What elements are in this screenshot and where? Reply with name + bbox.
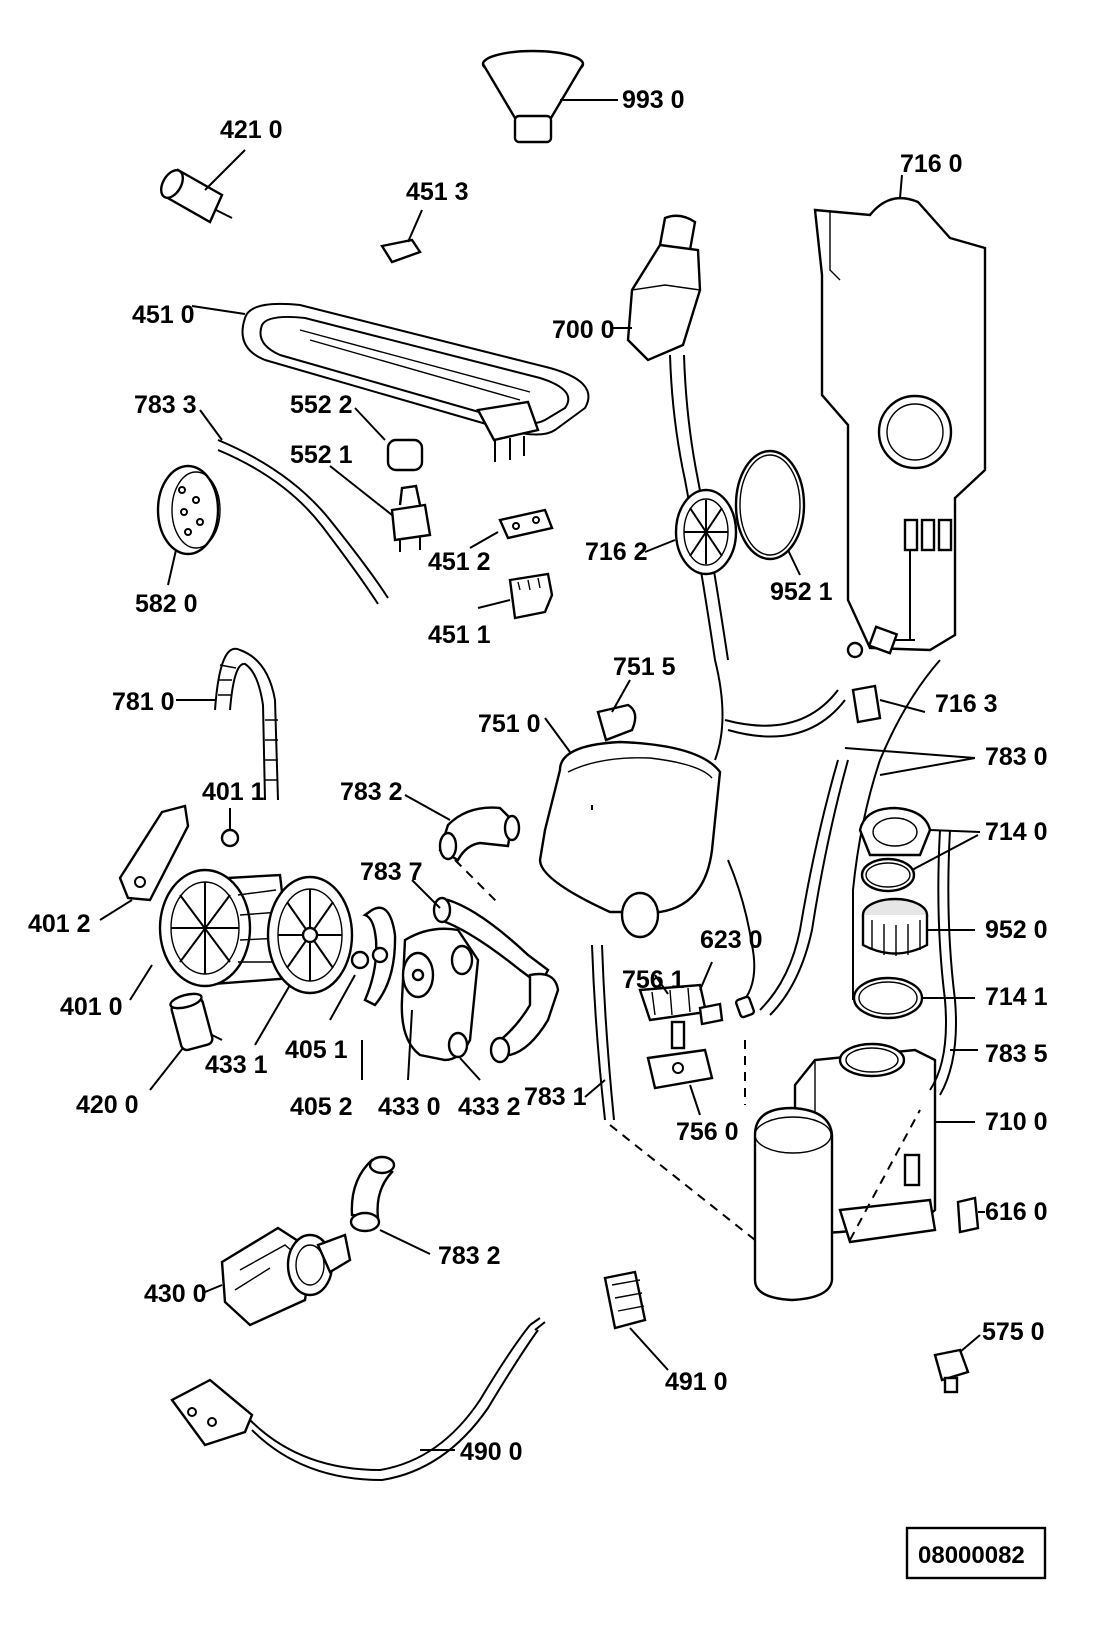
- part-7510-sump-drawing: [538, 717, 722, 939]
- part-7160-panel-drawing: [813, 174, 987, 659]
- part-label-7831: 783 1: [524, 1083, 587, 1111]
- part-7140-flange-drawing: [858, 806, 981, 857]
- part-4512-bracket-drawing: [469, 508, 554, 549]
- part-5522-cap-drawing: [354, 407, 424, 472]
- part-label-7833: 783 3: [134, 391, 197, 419]
- part-label-7832a: 783 2: [340, 778, 403, 806]
- part-6230-level-switch-drawing: [638, 859, 756, 1116]
- part-5750-switch-drawing: [933, 1334, 981, 1394]
- part-label-7141: 714 1: [985, 983, 1048, 1011]
- part-4900-power-cord-drawing: [170, 1317, 546, 1482]
- part-label-5820: 582 0: [135, 590, 198, 618]
- part-label-7160: 716 0: [900, 150, 963, 178]
- part-label-7515: 751 5: [613, 653, 676, 681]
- part-9520-nut-drawing: [861, 897, 975, 956]
- part-label-9520: 952 0: [985, 916, 1048, 944]
- part-7515-latch-drawing: [596, 679, 637, 742]
- part-4010-motor-drawing: [129, 868, 294, 1001]
- part-9521-ring-drawing: [734, 449, 806, 576]
- part-label-4210: 421 0: [220, 116, 283, 144]
- part-7837-hose-assembly-drawing: [411, 879, 560, 1064]
- part-label-4910: 491 0: [665, 1368, 728, 1396]
- part-4510-heating-element-drawing: [191, 302, 590, 462]
- part-6160-clip-drawing: [956, 1196, 985, 1234]
- part-label-4200: 420 0: [76, 1091, 139, 1119]
- part-4331-pump-housing-drawing: [254, 875, 354, 1046]
- sheet-code-frame: [905, 1526, 1047, 1580]
- part-7141-ring-drawing: [852, 976, 975, 1020]
- part-label-7140: 714 0: [985, 818, 1048, 846]
- part-label-4513: 451 3: [406, 178, 469, 206]
- part-4300-drain-pump-drawing: [204, 1226, 352, 1327]
- part-9930-funnel-drawing: [481, 49, 618, 144]
- part-7830-hose-drawing: [759, 659, 976, 1016]
- part-4210-capsule-drawing: [159, 149, 246, 224]
- part-label-4900: 490 0: [460, 1438, 523, 1466]
- part-7163-connector-drawing: [724, 684, 926, 738]
- part-label-4012: 401 2: [28, 910, 91, 938]
- part-label-7837: 783 7: [360, 858, 423, 886]
- part-4200-capacitor-drawing: [149, 992, 223, 1091]
- part-4511-clip-block-drawing: [477, 572, 554, 620]
- sheet-code: 08000082: [918, 1542, 1025, 1569]
- part-label-4011: 401 1: [202, 778, 265, 806]
- part-7100-softener-drawing: [753, 1042, 975, 1302]
- part-7833-hose-drawing: [199, 409, 389, 605]
- part-label-7100: 710 0: [985, 1108, 1048, 1136]
- part-4012-bracket-drawing: [99, 804, 190, 921]
- part-label-7510: 751 0: [478, 710, 541, 738]
- part-label-7835: 783 5: [985, 1040, 1048, 1068]
- part-label-9930: 993 0: [622, 86, 685, 114]
- part-label-9521: 952 1: [770, 578, 833, 606]
- part-label-4331: 433 1: [205, 1051, 268, 1079]
- part-label-7832b: 783 2: [438, 1242, 501, 1270]
- part-7810-corrugated-hose-drawing: [176, 647, 279, 801]
- part-label-7560: 756 0: [676, 1118, 739, 1146]
- part-label-4300: 430 0: [144, 1280, 207, 1308]
- part-label-5522: 552 2: [290, 391, 353, 419]
- part-label-6230: 623 0: [700, 926, 763, 954]
- part-label-7163: 716 3: [935, 690, 998, 718]
- part-label-7830: 783 0: [985, 743, 1048, 771]
- part-7140-ring-drawing: [860, 834, 979, 893]
- part-label-4051: 405 1: [285, 1036, 348, 1064]
- part-label-4330: 433 0: [378, 1093, 441, 1121]
- part-4051-disc-drawing: [329, 906, 397, 1021]
- part-label-4052: 405 2: [290, 1093, 353, 1121]
- part-label-4010: 401 0: [60, 993, 123, 1021]
- part-4910-connector-drawing: [603, 1270, 669, 1371]
- part-7831-hose-drawing: [584, 944, 756, 1241]
- part-7832-elbow-upper-drawing: [404, 794, 521, 906]
- part-label-4332: 433 2: [458, 1093, 521, 1121]
- part-7835-hose-drawing: [929, 829, 978, 1096]
- part-5820-pressure-switch-drawing: [156, 464, 221, 586]
- part-label-6160: 616 0: [985, 1198, 1048, 1226]
- part-4011-cap-drawing: [220, 808, 240, 848]
- part-7832-elbow-lower-drawing: [349, 1155, 431, 1255]
- part-7162-wheel-drawing: [644, 488, 738, 576]
- part-4330-pump-cover-drawing: [361, 927, 481, 1081]
- part-label-7000: 700 0: [552, 316, 615, 344]
- part-5521-thermostat-drawing: [329, 465, 432, 552]
- part-label-5750: 575 0: [982, 1318, 1045, 1346]
- part-label-5521: 552 1: [290, 441, 353, 469]
- part-label-7810: 781 0: [112, 688, 175, 716]
- part-label-4510: 451 0: [132, 301, 195, 329]
- part-label-4512: 451 2: [428, 548, 491, 576]
- part-label-7561: 756 1: [622, 966, 685, 994]
- part-4513-clip-drawing: [380, 209, 423, 264]
- part-label-4511: 451 1: [428, 621, 491, 649]
- part-label-7162: 716 2: [585, 538, 648, 566]
